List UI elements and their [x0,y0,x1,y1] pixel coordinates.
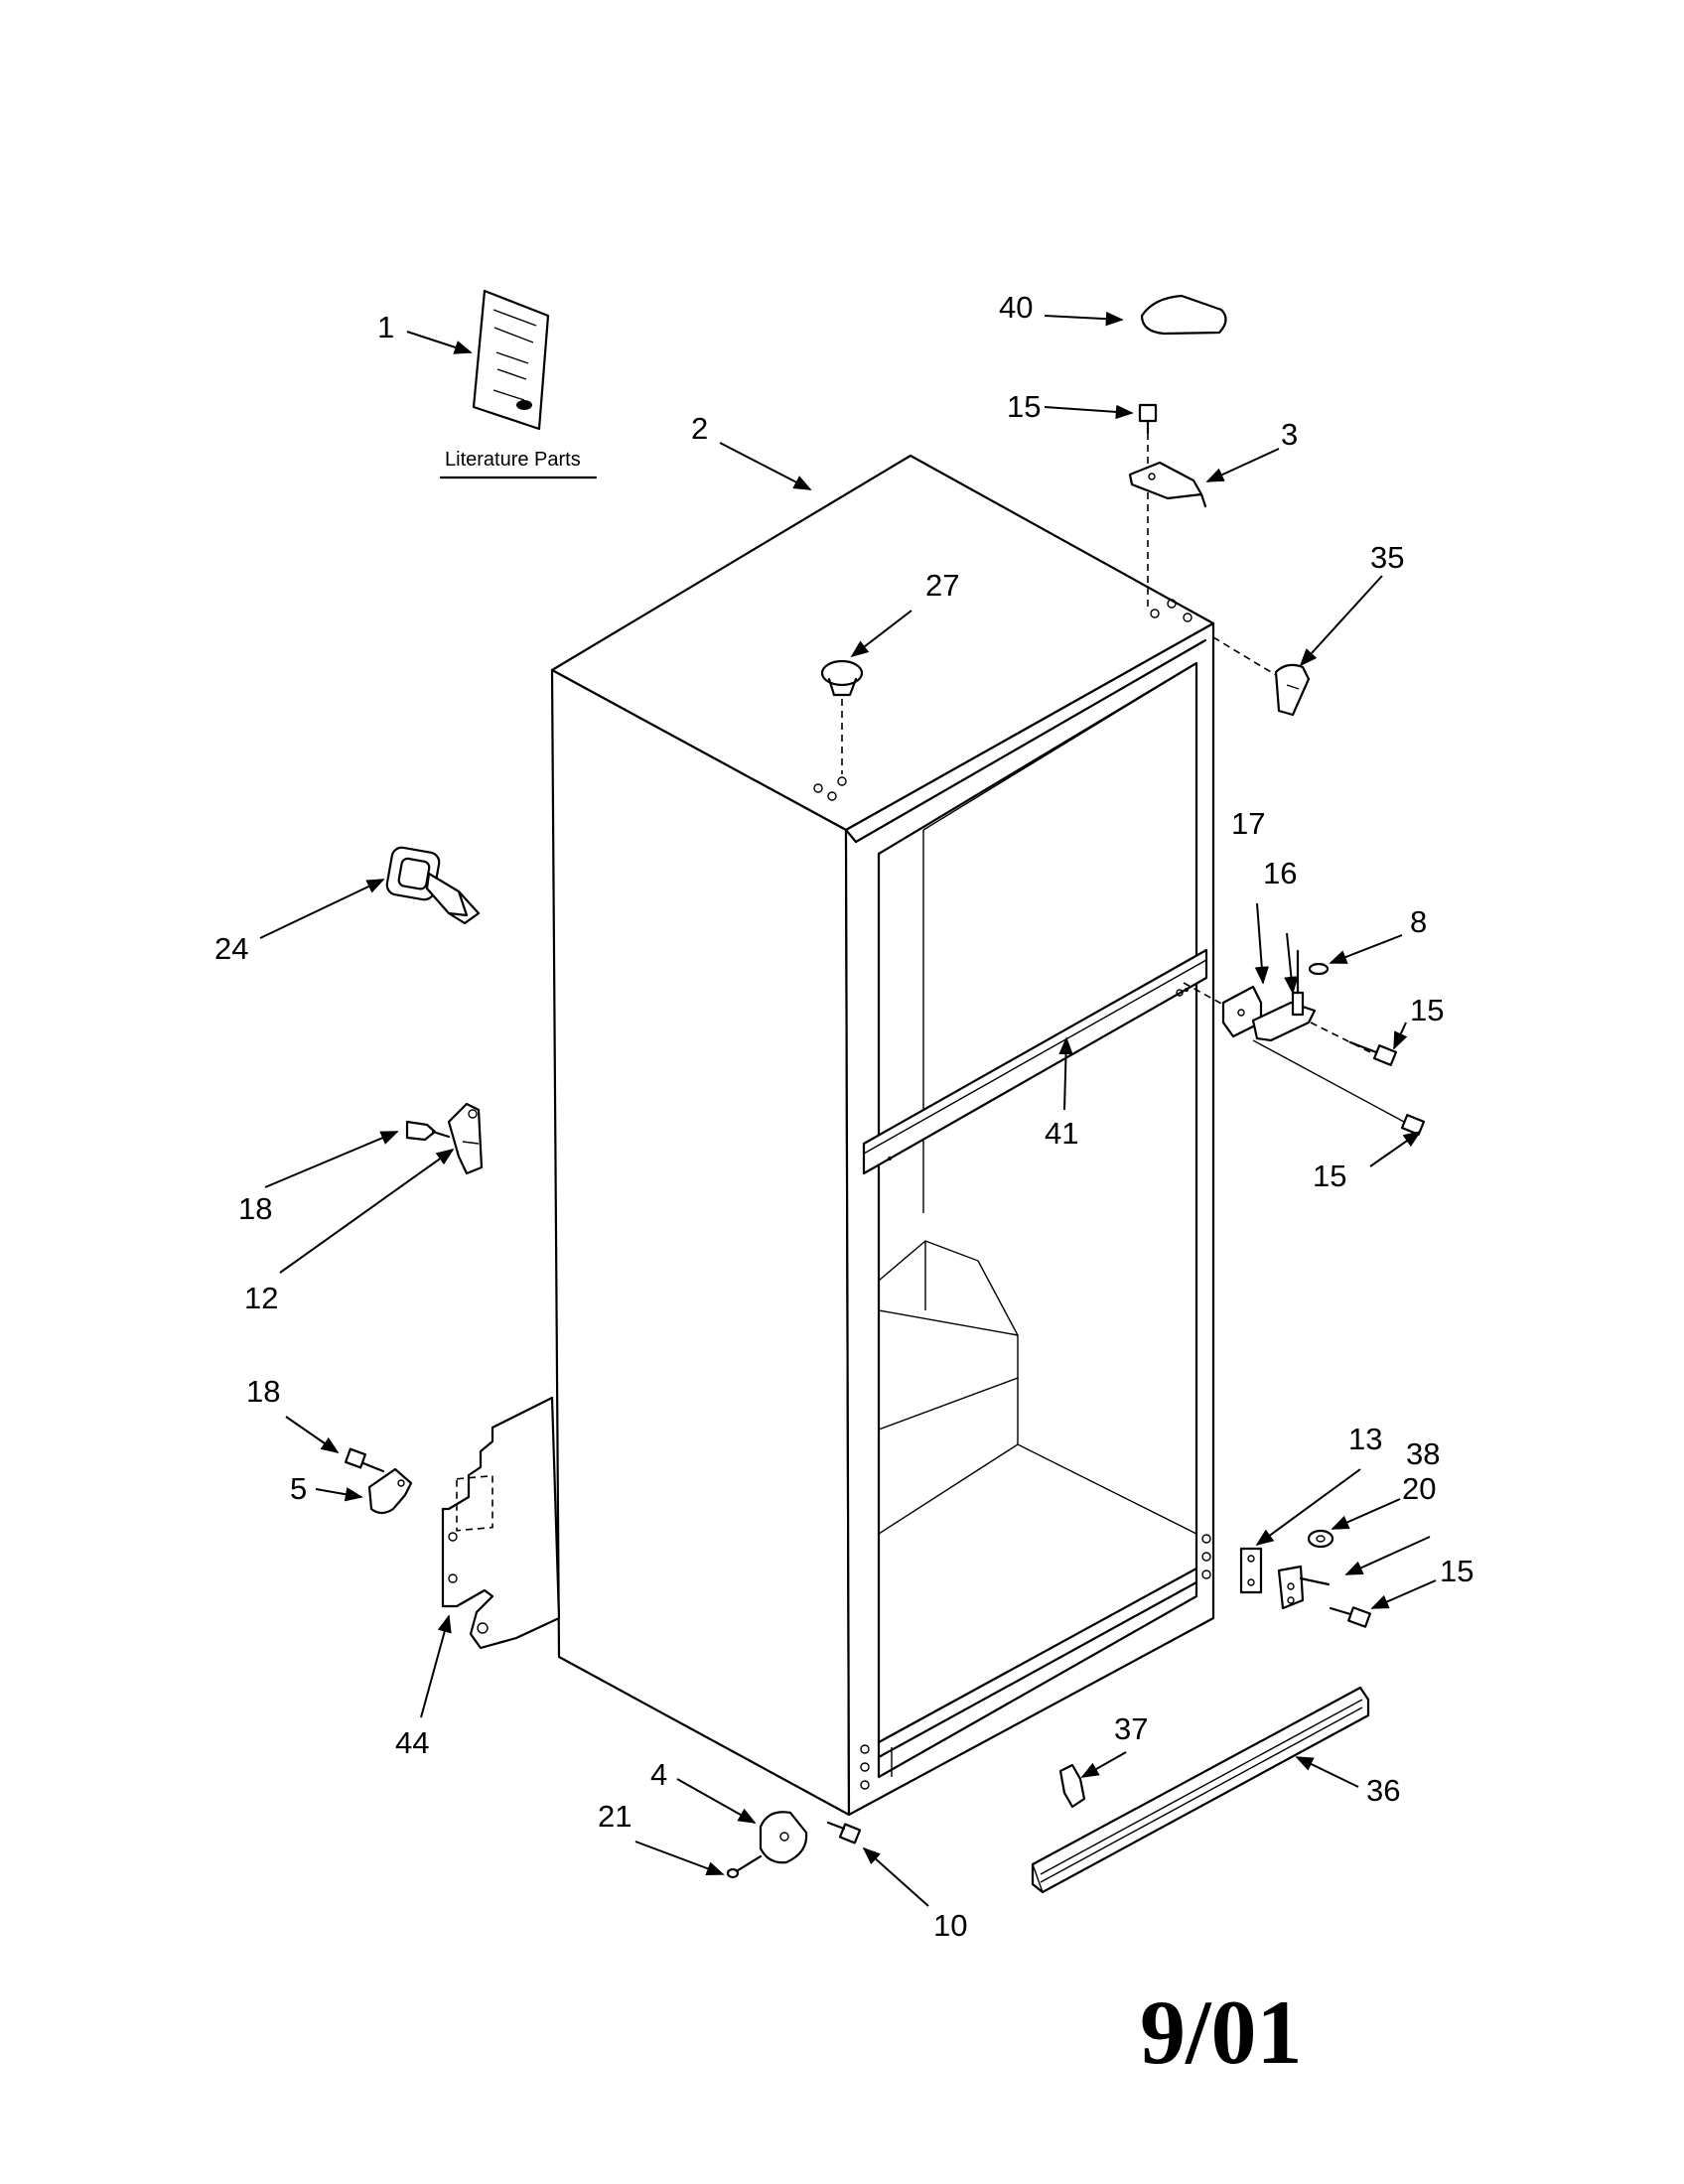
callout-37: 37 [1114,1711,1148,1746]
callout-20: 20 [1402,1471,1436,1506]
literature-parts-label: Literature Parts [445,449,581,471]
callout-27: 27 [925,568,959,603]
hinge-cover-part [1140,294,1227,336]
top-hinge-assembly [1128,403,1207,608]
hinge-clip-part [1274,663,1311,717]
callout-5: 5 [290,1471,307,1506]
leader-lines [259,311,1437,1907]
center-hinge-assembly [1183,949,1426,1136]
callout-16: 16 [1263,856,1297,890]
callout-17: 17 [1231,806,1265,841]
literature-booklet [472,289,550,431]
callout-8: 8 [1410,904,1427,939]
refrigerator-cabinet [550,454,1215,1817]
callout-18-upper: 18 [238,1191,272,1226]
leveling-assembly [726,1811,862,1879]
callout-41: 41 [1045,1116,1078,1151]
bottom-right-hinge [1239,1529,1371,1628]
callout-13: 13 [1348,1422,1382,1456]
date-stamp: 9/01 [1140,1981,1303,2083]
callout-numbers: 1 2 3 4 5 8 10 12 13 15 15 15 15 16 17 1… [214,290,1474,1943]
hinge-clip-dash [1212,636,1277,676]
callout-18-lower: 18 [246,1374,280,1409]
callout-3: 3 [1281,417,1298,452]
callout-15-bottom: 15 [1440,1554,1474,1588]
callout-10: 10 [933,1908,967,1943]
callout-35: 35 [1370,540,1404,575]
plunger-part [385,846,481,925]
callout-12: 12 [244,1281,278,1315]
callout-4: 4 [650,1757,667,1792]
callout-21: 21 [598,1799,632,1834]
clip-assembly [344,1447,413,1515]
callout-44: 44 [395,1725,429,1760]
toe-grille-part [1031,1686,1370,1894]
callout-1: 1 [377,310,394,344]
callout-36: 36 [1366,1773,1400,1808]
callout-40: 40 [999,290,1033,325]
callout-38: 38 [1406,1436,1440,1471]
callout-2: 2 [691,411,708,446]
callout-24: 24 [214,931,248,966]
callout-15-lower: 15 [1313,1159,1346,1193]
top-plug-part [820,659,864,774]
callout-15-center: 15 [1410,993,1444,1027]
bottom-hinge-bracket [441,1396,561,1650]
callout-15-top: 15 [1007,389,1041,424]
stop-bracket-assembly [405,1102,484,1175]
grille-clip-part [1058,1763,1086,1809]
